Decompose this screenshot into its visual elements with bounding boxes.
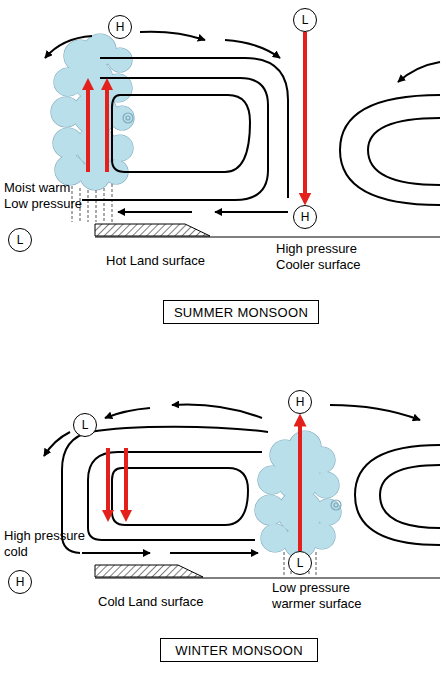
node-text: L — [297, 557, 304, 569]
circulation-loop — [82, 78, 268, 200]
annotation-label: Moist warm Low pressure — [4, 180, 88, 212]
cloud-puff — [313, 472, 339, 498]
flow-arrow — [45, 36, 92, 58]
cloud-puff — [313, 472, 339, 498]
cloud-puff — [108, 48, 132, 72]
cloud-puff — [107, 135, 133, 161]
pressure-circle: H — [8, 570, 32, 594]
flow-arrow — [398, 62, 440, 82]
spiral-ring — [331, 500, 341, 510]
cloud-puff — [309, 523, 335, 549]
rain-line — [104, 188, 105, 222]
pressure-circle: H — [293, 205, 317, 229]
title-box: WINTER MONSOON — [160, 638, 318, 662]
spiral-ring — [126, 116, 130, 120]
rain-line — [96, 190, 97, 222]
cloud-puff — [315, 499, 341, 525]
node-text: H — [116, 21, 125, 33]
cloud-puff — [107, 135, 133, 161]
annotation-label: Cold Land surface — [98, 594, 228, 610]
sinking-air-arrows — [108, 448, 126, 516]
node-text: H — [296, 396, 305, 408]
pressure-circle: L — [288, 551, 312, 575]
rain-line — [88, 190, 89, 222]
cloud-outline — [255, 431, 341, 558]
rising-arrow — [105, 84, 109, 172]
cloud-puff — [110, 106, 134, 130]
pressure-circle: H — [108, 15, 132, 39]
flow-arrow — [172, 405, 262, 418]
spiral-symbol — [331, 500, 341, 510]
flow-arrow — [118, 211, 192, 213]
cloud-puff — [108, 48, 132, 72]
cloud-puff — [110, 106, 134, 130]
annotation-label: Hot Land surface — [106, 253, 236, 269]
rain-line — [284, 552, 285, 576]
spiral-ring — [123, 113, 133, 123]
pressure-circle: H — [288, 390, 312, 414]
land-block — [95, 565, 203, 577]
circulation-loop — [112, 468, 248, 525]
surface-line — [95, 237, 440, 238]
rain-line — [112, 184, 113, 222]
pressure-circle: L — [73, 413, 97, 437]
land-block — [95, 224, 210, 236]
flow-arrow — [44, 432, 70, 456]
node-text: L — [302, 14, 309, 26]
node-text: WINTER MONSOON — [175, 643, 303, 658]
flow-arrow — [140, 32, 205, 40]
cloud-puff — [315, 499, 341, 525]
rising-air-arrows — [88, 84, 107, 172]
cloud-fill — [255, 431, 341, 558]
circulation-loop — [340, 95, 440, 205]
flow-arrow — [82, 552, 150, 554]
flow-arrow — [170, 552, 258, 554]
title-box: SUMMER MONSOON — [163, 300, 319, 324]
node-text: L — [82, 419, 89, 431]
node-text: H — [301, 211, 310, 223]
rain-lines — [284, 552, 316, 576]
circulation-loop — [88, 452, 262, 540]
flow-arrow — [215, 211, 288, 213]
circulation-loop — [62, 427, 268, 553]
circulation-loop — [355, 445, 440, 545]
rising-arrow — [86, 84, 90, 172]
node-text: L — [17, 234, 24, 246]
flow-arrow — [330, 405, 420, 420]
annotation-label: High pressure cold — [4, 528, 98, 560]
cloud-puff — [309, 523, 335, 549]
annotation-label: Low pressure warmer surface — [272, 580, 372, 612]
circulation-loop — [368, 118, 440, 185]
spiral-ring — [334, 503, 338, 507]
spiral-symbol — [123, 113, 133, 123]
flow-arrow — [225, 40, 280, 58]
surface-line — [95, 578, 440, 579]
flow-arrow — [105, 408, 150, 418]
node-text: H — [16, 576, 25, 588]
sinking-arrow — [124, 448, 128, 516]
node-text: SUMMER MONSOON — [174, 305, 308, 320]
sinking-arrow — [106, 448, 110, 516]
airflow-arrow — [303, 32, 307, 199]
annotation-label: High pressure Cooler surface — [276, 241, 370, 273]
airflow-arrow — [298, 420, 302, 551]
circulation-loop — [380, 465, 440, 528]
circulation-loops — [45, 32, 440, 212]
pressure-circle: L — [8, 228, 32, 252]
circulation-loop — [112, 95, 250, 172]
pressure-circle: L — [293, 8, 317, 32]
rain-line — [316, 552, 317, 576]
circulation-loops — [44, 405, 440, 553]
